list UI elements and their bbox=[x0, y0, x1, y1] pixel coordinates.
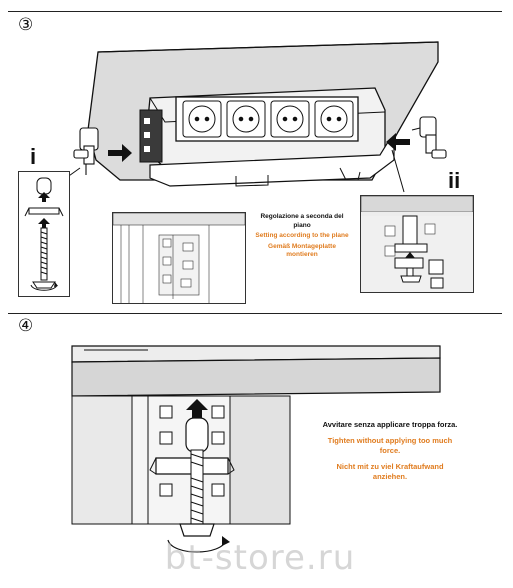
arrow-left-icon bbox=[386, 133, 410, 151]
rotate-arrow-icon bbox=[30, 284, 58, 291]
step-divider bbox=[8, 313, 502, 314]
installation-detail-panel bbox=[112, 212, 246, 304]
step-3-caption: Regolazione a seconda del piano Setting … bbox=[252, 213, 352, 260]
step-4-caption: Avvitare senza applicare troppa forza. T… bbox=[320, 420, 460, 482]
up-arrow-icon bbox=[405, 252, 415, 262]
caption-en: Setting according to the plane bbox=[255, 232, 349, 239]
step-4-number: ④ bbox=[18, 316, 34, 336]
step-3-number: ③ bbox=[18, 15, 34, 35]
label-i: i bbox=[30, 144, 37, 169]
installation-detail-illustration bbox=[113, 213, 245, 303]
inset-ii-panel bbox=[360, 195, 474, 293]
clamp-knob bbox=[185, 417, 209, 453]
arrow-right-icon bbox=[108, 144, 132, 162]
inset-ii-clamp-illustration bbox=[361, 196, 473, 292]
caption-de: Nicht mit zu viel Kraftaufwand anziehen. bbox=[336, 462, 444, 481]
inset-i-panel bbox=[18, 171, 70, 297]
step-3-main-illustration bbox=[65, 41, 447, 193]
caption-de: Gemäß Montageplatte montieren bbox=[268, 242, 336, 259]
adjust-knob bbox=[179, 523, 215, 537]
left-clamp bbox=[73, 127, 99, 175]
up-arrow-icon bbox=[38, 218, 50, 228]
inset-i-screw-illustration bbox=[24, 177, 64, 291]
watermark-text: bt-store.ru bbox=[164, 538, 356, 578]
up-arrow-icon bbox=[186, 399, 208, 418]
label-ii: ii bbox=[448, 168, 461, 193]
right-clamp bbox=[411, 116, 447, 159]
up-arrow-icon bbox=[38, 192, 50, 202]
caption-it: Avvitare senza applicare troppa forza. bbox=[322, 420, 458, 429]
caption-en: Tighten without applying too much force. bbox=[327, 436, 453, 455]
caption-it: Regolazione a seconda del piano bbox=[260, 213, 344, 229]
top-divider bbox=[8, 11, 502, 12]
mounting-bracket bbox=[149, 141, 395, 187]
socket-outlets bbox=[182, 100, 354, 138]
